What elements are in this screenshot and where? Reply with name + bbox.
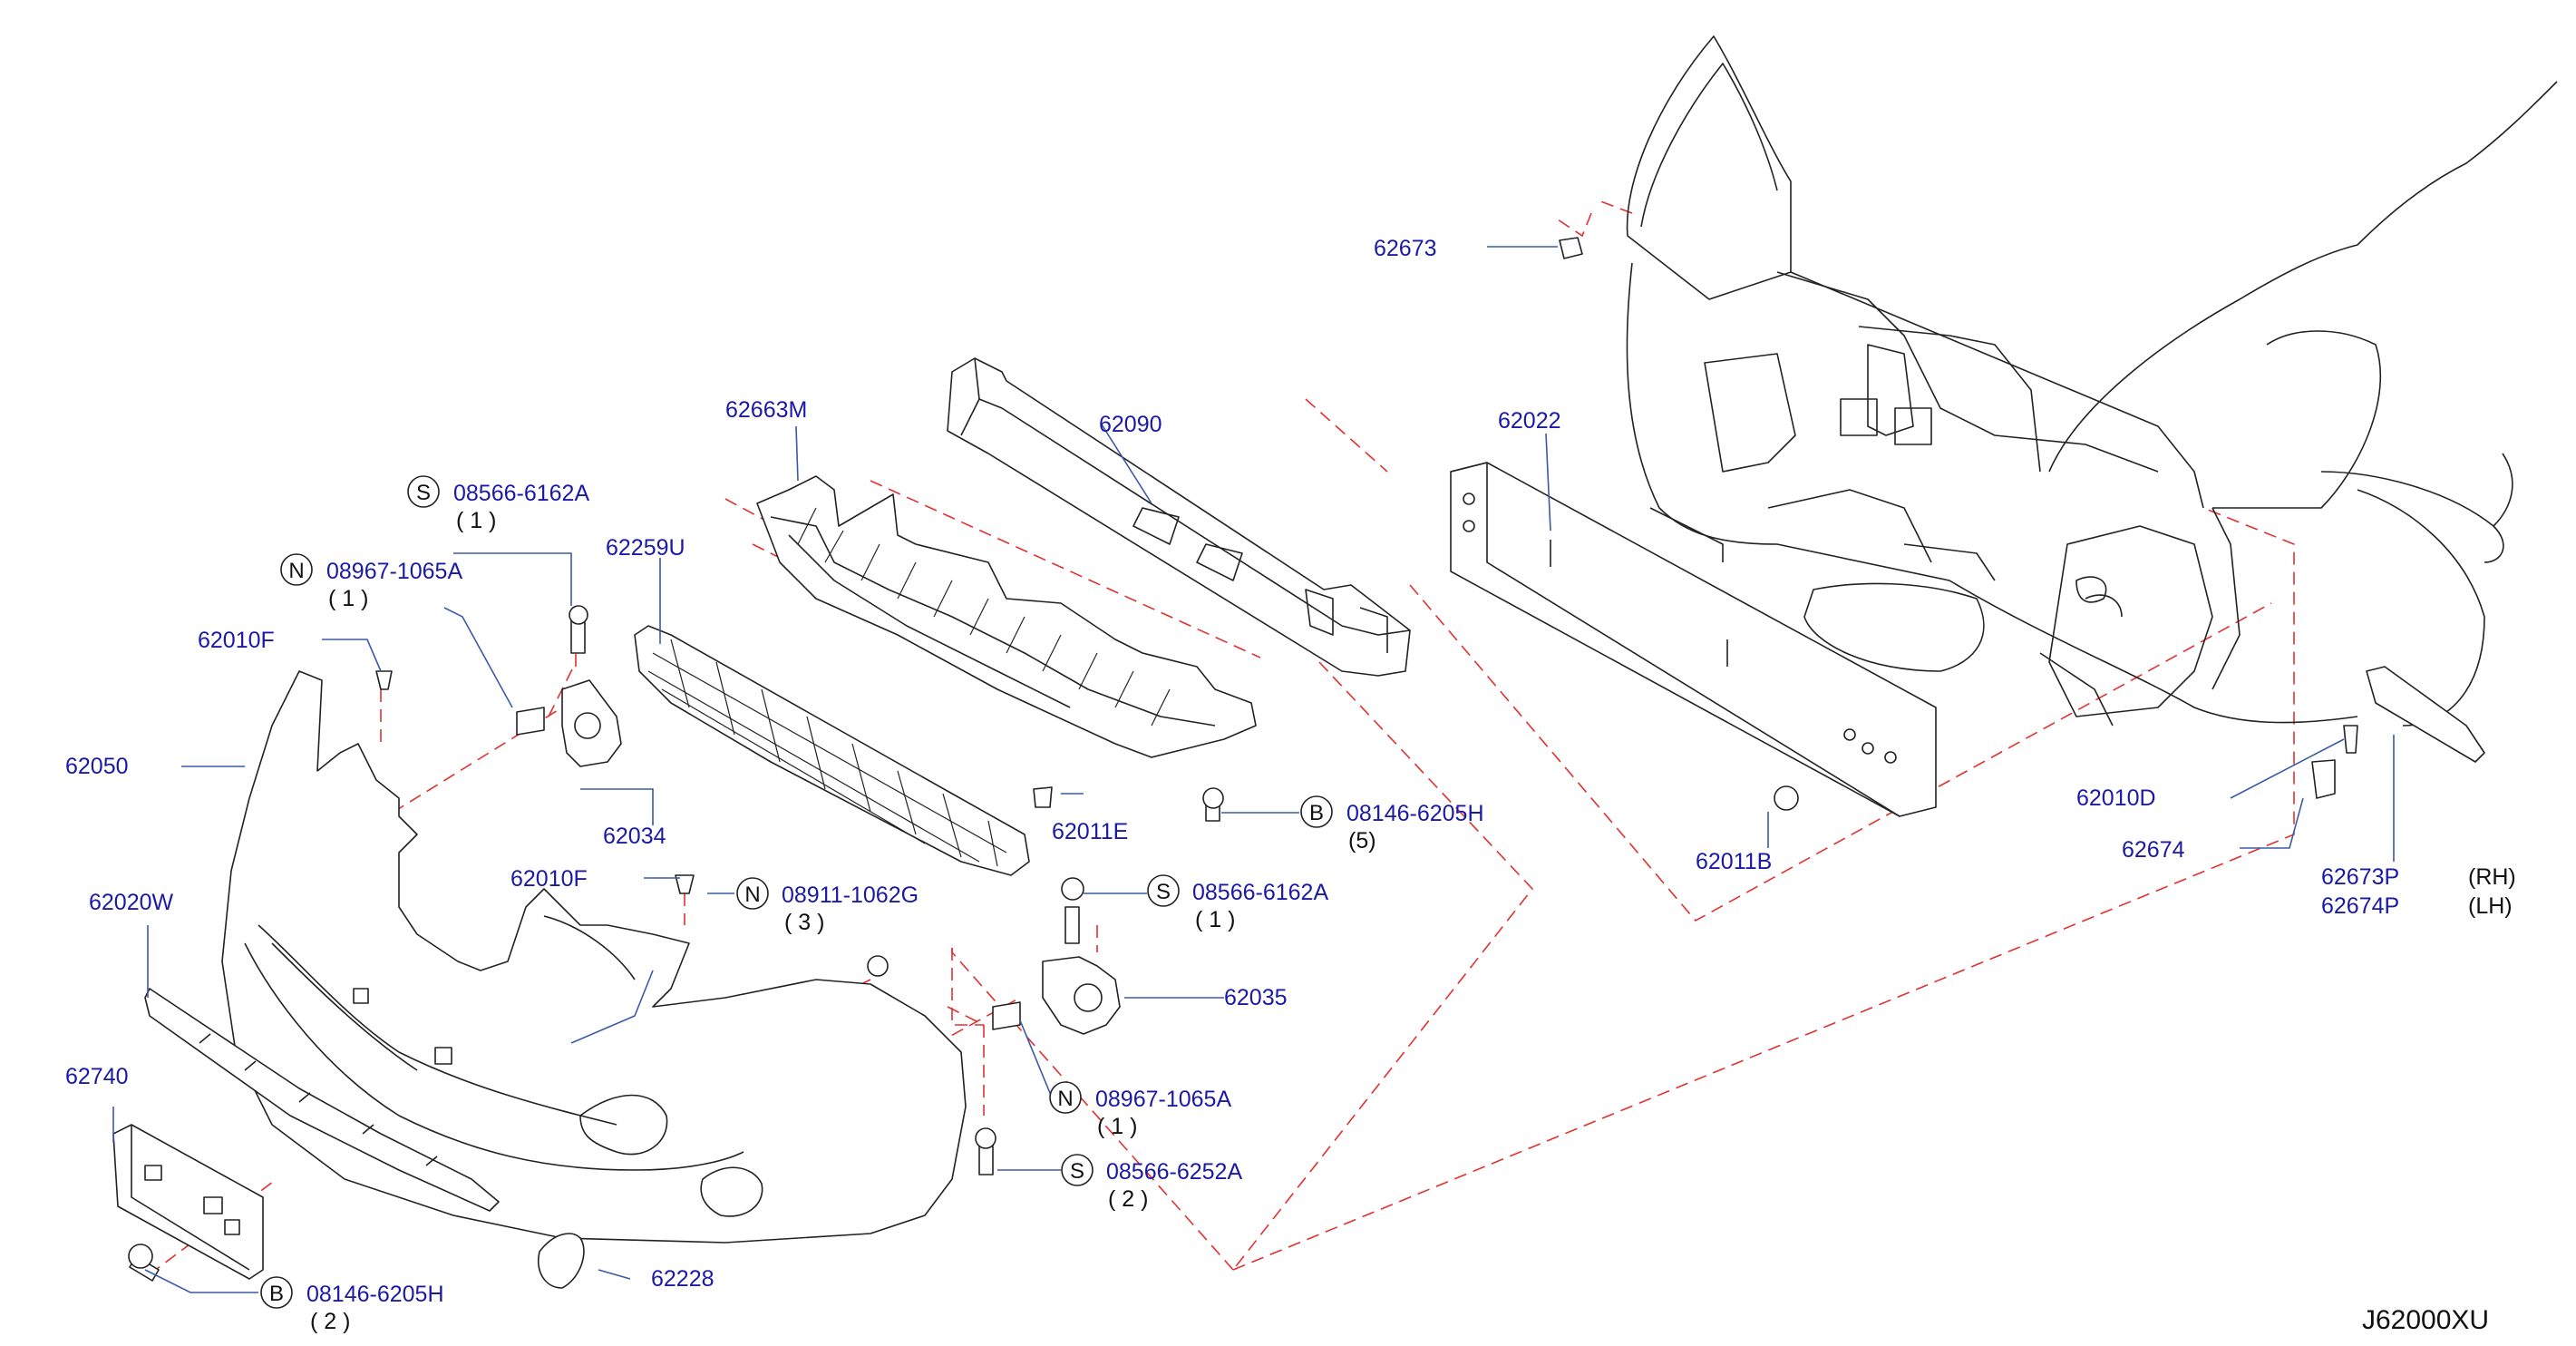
fastener-callout-3[interactable]: B 08146-6205H (5) (1300, 795, 1484, 853)
nut-icon (1774, 785, 1799, 811)
bolt-head-icon (1202, 787, 1224, 809)
fastener-number: 08566-6252A (1106, 1159, 1242, 1185)
label-62228[interactable]: 62228 (651, 1266, 714, 1292)
bumper-fascia[interactable] (221, 670, 967, 1244)
energy-absorber[interactable] (947, 357, 1411, 677)
label-62034[interactable]: 62034 (603, 824, 666, 849)
fastener-qty: ( 1 ) (456, 508, 496, 533)
bumper-moulding[interactable] (144, 988, 500, 1212)
part-labels: 62673 62663M 62090 62022 62259U 62010F 6… (65, 236, 2516, 1292)
clip-icon (375, 670, 393, 690)
clip-icon (516, 707, 545, 736)
prefix-s-icon: S (1070, 1159, 1084, 1184)
prefix-s-icon: S (1156, 880, 1171, 904)
fastener-number: 08967-1065A (1095, 1087, 1231, 1112)
label-62673[interactable]: 62673 (1374, 236, 1437, 261)
clip-icon (1559, 237, 1583, 259)
label-62010F-mid[interactable]: 62010F (510, 866, 588, 892)
label-62010F-top[interactable]: 62010F (198, 628, 275, 653)
bolt-head-icon (1061, 877, 1084, 901)
fastener-number: 08967-1065A (326, 559, 462, 584)
bracket-62035[interactable] (1042, 956, 1121, 1035)
label-62022[interactable]: 62022 (1498, 408, 1561, 434)
fog-lamp-cover[interactable] (538, 1233, 585, 1289)
clip-icon (2311, 759, 2336, 799)
bolt-head-icon (975, 1127, 996, 1149)
bolt-icon (1064, 906, 1080, 944)
label-62673P[interactable]: 62673P (2321, 864, 2399, 890)
clip-icon (1033, 786, 1053, 808)
fasteners-drawn (128, 237, 2485, 1282)
vehicle-body-structure (1626, 35, 2558, 727)
fastener-qty: ( 2 ) (310, 1309, 350, 1334)
bolt-head-icon (569, 605, 588, 625)
fastener-number: 08566-6162A (1192, 880, 1328, 905)
fastener-number: 08146-6205H (1346, 801, 1484, 826)
bolt-head-icon (128, 1244, 153, 1269)
label-62090[interactable]: 62090 (1099, 412, 1162, 437)
clip-icon (675, 874, 695, 894)
label-62035[interactable]: 62035 (1224, 985, 1288, 1010)
fastener-callout-8[interactable]: B 08146-6205H ( 2 ) (260, 1276, 444, 1334)
fastener-qty: ( 1 ) (328, 586, 368, 611)
clip-icon (992, 1001, 1021, 1030)
clip-icon (2343, 725, 2358, 754)
label-62674P[interactable]: 62674P (2321, 893, 2399, 919)
label-rh: (RH) (2468, 864, 2516, 890)
prefix-b-icon: B (1309, 801, 1324, 825)
fastener-callout-4[interactable]: N 08911-1062G ( 3 ) (736, 877, 919, 935)
fastener-number: 08566-6162A (453, 481, 589, 506)
label-62050[interactable]: 62050 (65, 754, 129, 779)
label-62674[interactable]: 62674 (2122, 837, 2185, 863)
nut-icon (867, 955, 889, 977)
fastener-callout-5[interactable]: S 08566-6162A ( 1 ) (1147, 874, 1328, 932)
prefix-s-icon: S (416, 481, 431, 505)
prefix-n-icon: N (1057, 1087, 1073, 1111)
prefix-b-icon: B (269, 1282, 284, 1306)
prefix-n-icon: N (288, 559, 304, 583)
fastener-qty: ( 1 ) (1195, 907, 1235, 932)
bumper-bracket[interactable] (756, 475, 1257, 758)
label-62011B[interactable]: 62011B (1696, 849, 1772, 874)
fastener-callout-7[interactable]: S 08566-6252A ( 2 ) (1061, 1154, 1242, 1212)
fastener-qty: (5) (1348, 828, 1376, 853)
fastener-qty: ( 2 ) (1108, 1186, 1148, 1212)
label-62011E[interactable]: 62011E (1052, 819, 1128, 844)
lower-grille[interactable] (634, 625, 1030, 876)
bumper-reinforcement[interactable] (1450, 462, 1937, 817)
fastener-qty: ( 3 ) (784, 910, 824, 935)
fastener-callout-2[interactable]: N 08967-1065A ( 1 ) (280, 553, 462, 611)
fastener-number: 08911-1062G (782, 883, 919, 908)
label-62663M[interactable]: 62663M (725, 397, 807, 423)
label-62010D[interactable]: 62010D (2076, 785, 2156, 811)
label-lh: (LH) (2468, 893, 2513, 919)
prefix-n-icon: N (744, 883, 760, 907)
fastener-number: 08146-6205H (306, 1282, 444, 1307)
diagram-code: J62000XU (2362, 1305, 2489, 1335)
fastener-qty: ( 1 ) (1097, 1114, 1137, 1139)
label-62740[interactable]: 62740 (65, 1064, 129, 1089)
fastener-callout-6[interactable]: N 08967-1065A ( 1 ) (1049, 1081, 1231, 1139)
license-plate-bracket[interactable] (112, 1124, 264, 1280)
leader-lines (112, 246, 2395, 1293)
side-bracket-icon (2366, 666, 2485, 763)
label-62020W[interactable]: 62020W (89, 890, 174, 915)
bracket-62034[interactable] (561, 679, 622, 767)
label-62259U[interactable]: 62259U (606, 535, 685, 561)
fastener-callout-1[interactable]: S 08566-6162A ( 1 ) (407, 475, 589, 533)
